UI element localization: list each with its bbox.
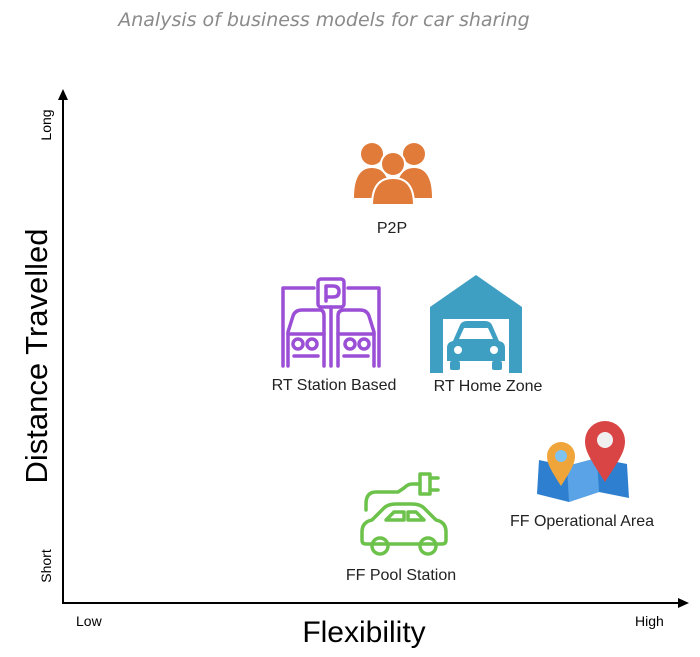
garage-car-icon bbox=[430, 275, 522, 373]
people-group-icon bbox=[354, 143, 432, 206]
rt-station-label: RT Station Based bbox=[271, 377, 397, 394]
p2p-label: P2P bbox=[376, 220, 408, 237]
rt-home-label: RT Home Zone bbox=[433, 378, 543, 395]
ff-pool-label: FF Pool Station bbox=[345, 567, 457, 584]
map-pins-icon bbox=[537, 421, 629, 502]
y-axis-label: Distance Travelled bbox=[19, 228, 54, 484]
x-axis-arrow bbox=[678, 598, 689, 608]
parking-cars-icon bbox=[281, 277, 381, 368]
ff-area-label: FF Operational Area bbox=[509, 513, 655, 530]
x-tick-high: High bbox=[635, 613, 664, 629]
x-axis-label: Flexibility bbox=[302, 616, 426, 649]
page-title: Analysis of business models for car shar… bbox=[118, 9, 530, 31]
y-tick-long: Long bbox=[38, 109, 54, 141]
electric-car-icon bbox=[360, 472, 448, 556]
y-tick-short: Short bbox=[38, 549, 54, 583]
y-axis-arrow bbox=[58, 89, 68, 100]
x-tick-low: Low bbox=[76, 613, 102, 629]
